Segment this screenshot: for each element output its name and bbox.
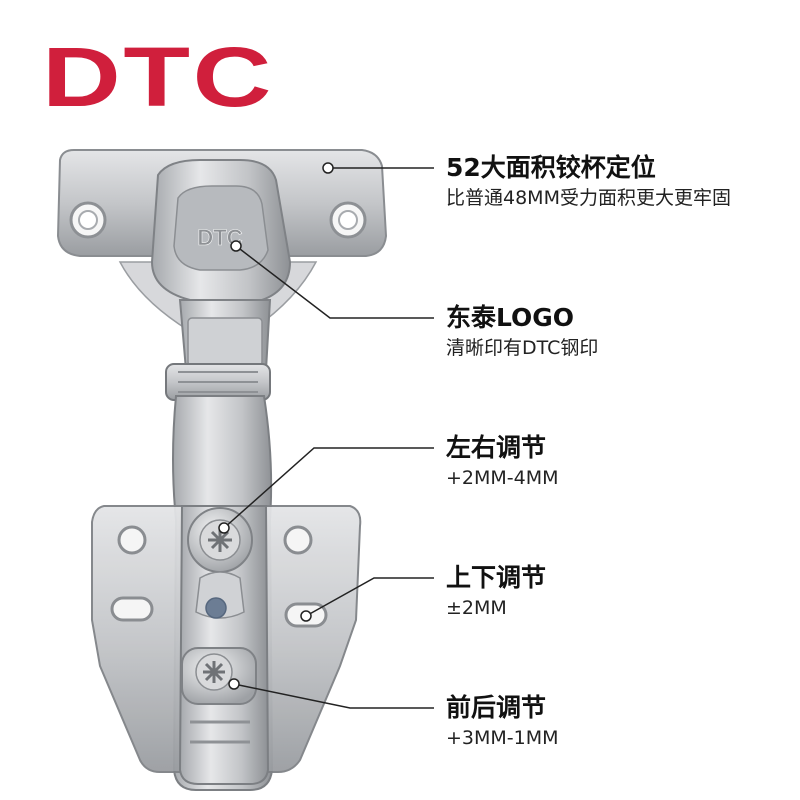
base-hole-left — [117, 525, 147, 555]
annotation-desc: ±2MM — [446, 597, 507, 619]
annotation-desc: +3MM-1MM — [446, 727, 559, 749]
annotation-vertical-adjust: 上下调节 ±2MM — [446, 562, 546, 622]
annotation-title: 52大面积铰杯定位 — [446, 153, 656, 182]
annotation-title: 前后调节 — [446, 693, 547, 722]
annotation-desc: +2MM-4MM — [446, 467, 559, 489]
annotation-title: 左右调节 — [446, 433, 547, 462]
base-slot-left — [110, 596, 154, 622]
annotation-logo: 东泰LOGO 清晰印有DTC钢印 — [446, 302, 598, 362]
annotation-title: 东泰LOGO — [446, 303, 575, 332]
dtc-stamp: DTC — [197, 225, 242, 250]
annotation-cup-position: 52大面积铰杯定位 比普通48MM受力面积更大更牢固 — [446, 152, 776, 212]
leader-dots — [218, 162, 334, 690]
annotation-lateral-adjust: 左右调节 +2MM-4MM — [446, 432, 559, 492]
annotation-depth-adjust: 前后调节 +3MM-1MM — [446, 692, 559, 752]
annotation-desc: 比普通48MM受力面积更大更牢固 — [446, 187, 731, 209]
leader-lines — [223, 167, 434, 709]
annotation-title: 上下调节 — [446, 563, 547, 592]
dtc-logo: DTC — [42, 30, 274, 124]
base-hole-right — [283, 525, 313, 555]
annotation-desc: 清晰印有DTC钢印 — [446, 337, 599, 359]
